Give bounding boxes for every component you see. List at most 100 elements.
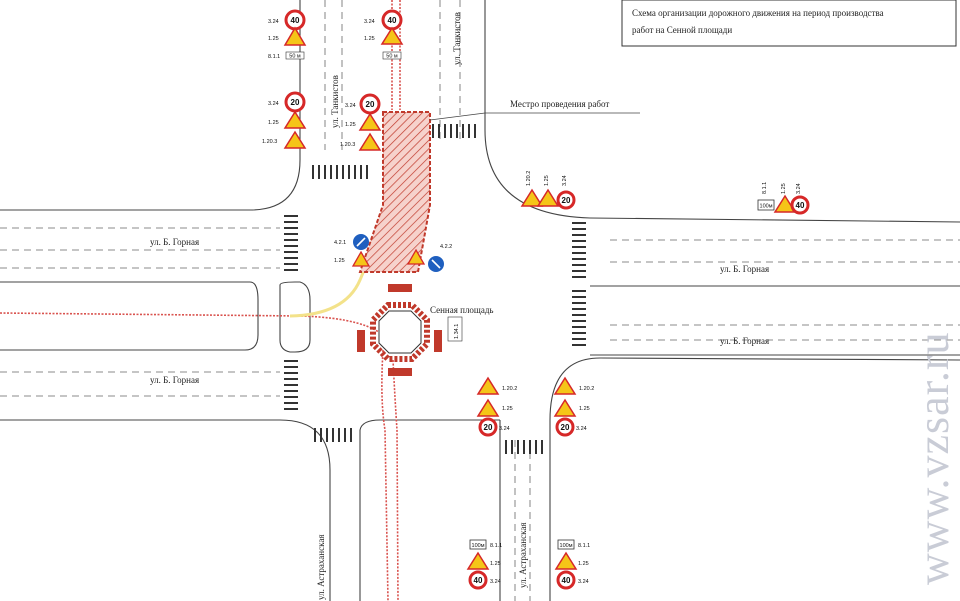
distance-plate-text: 100м bbox=[472, 543, 485, 549]
speed-limit-value: 40 bbox=[562, 576, 571, 585]
tram-track-south-1 bbox=[381, 349, 389, 601]
sign-code: 1.20.2 bbox=[579, 386, 594, 392]
sign-code: 1.25 bbox=[334, 258, 345, 264]
street-labels: ул. Б. Горная ул. Б. Горная ул. Б. Горна… bbox=[150, 12, 769, 600]
work-zone-area bbox=[358, 111, 431, 273]
street-label-gornaya-nw: ул. Б. Горная bbox=[150, 237, 199, 247]
square-sign-code: 1.34.1 bbox=[454, 324, 460, 339]
sign-code: 1.25 bbox=[781, 183, 787, 194]
sign-code: 3.24 bbox=[364, 19, 375, 25]
sennaya-square-ring bbox=[357, 284, 442, 376]
crosswalk-west bbox=[284, 215, 298, 410]
sw-corner-curb bbox=[0, 419, 331, 601]
roadwork-sign bbox=[380, 26, 404, 45]
speed-limit-sign bbox=[556, 570, 576, 590]
distance-plate bbox=[285, 51, 305, 60]
speed-limit-value: 20 bbox=[366, 100, 375, 109]
sign-code: 1.25 bbox=[345, 122, 356, 128]
legend-title-line1: Схема организации дорожного движения на … bbox=[632, 8, 884, 18]
crosswalks bbox=[284, 124, 586, 454]
tram-tracks bbox=[0, 0, 401, 601]
street-label-tankistov-west: ул. Танкистов bbox=[330, 75, 340, 128]
speed-limit-sign bbox=[556, 190, 576, 210]
sign-code: 1.20.2 bbox=[526, 171, 532, 186]
street-label-tankistov-east: ул. Танкистов bbox=[452, 12, 462, 65]
sign-code: 4.2.2 bbox=[440, 244, 452, 250]
barrier-west bbox=[357, 330, 365, 352]
roadwork-sign bbox=[466, 551, 490, 570]
sign-code: 8.1.1 bbox=[578, 543, 590, 549]
distance-plate bbox=[469, 539, 487, 550]
speed-limit-value: 20 bbox=[291, 98, 300, 107]
sign-code: 1.20.2 bbox=[502, 386, 517, 392]
sign-group-ne-1: 20 1.20.2 1.25 3.24 bbox=[520, 171, 576, 210]
roadwork-sign bbox=[553, 398, 577, 417]
sign-code: 1.25 bbox=[578, 561, 589, 567]
crosswalk-east bbox=[572, 222, 586, 346]
distance-plate bbox=[382, 51, 402, 60]
speed-limit-value: 40 bbox=[474, 576, 483, 585]
roadwork-sign bbox=[536, 188, 560, 207]
sign-code: 1.25 bbox=[268, 36, 279, 42]
speed-limit-sign bbox=[790, 195, 810, 215]
street-label-gornaya-ne: ул. Б. Горная bbox=[720, 264, 769, 274]
barrier-east bbox=[434, 330, 442, 352]
gornaya-west-median bbox=[0, 281, 259, 351]
sign-code: 3.24 bbox=[268, 19, 279, 25]
sign-code: 1.25 bbox=[490, 561, 501, 567]
sign-group-se-4: 100м 40 8.1.1 1.25 3.24 bbox=[554, 539, 590, 590]
sign-code: 1.20.3 bbox=[340, 142, 355, 148]
road-narrows-sign bbox=[283, 130, 307, 149]
road-narrows-sign bbox=[553, 376, 577, 395]
sign-code: 3.24 bbox=[345, 103, 356, 109]
sign-code: 4.2.1 bbox=[334, 240, 346, 246]
square-ring bbox=[370, 302, 430, 362]
legend-box bbox=[621, 0, 957, 47]
west-island bbox=[279, 281, 311, 353]
speed-limit-value: 40 bbox=[291, 16, 300, 25]
roadwork-sign bbox=[351, 250, 371, 267]
sign-code: 3.24 bbox=[796, 183, 802, 194]
road-narrows-sign bbox=[476, 376, 500, 395]
crosswalk-north bbox=[312, 124, 476, 179]
legend-title-line2: работ на Сенной площади bbox=[632, 25, 732, 35]
sign-code: 1.25 bbox=[502, 406, 513, 412]
south-curb-top bbox=[359, 419, 500, 431]
sign-code: 3.24 bbox=[268, 101, 279, 107]
sign-group-nw-2: 40 50 м 3.24 1.25 20 3.24 1.25 1.20.3 bbox=[340, 9, 404, 151]
sign-group-ne-2: 100м 40 8.1.1 1.25 3.24 bbox=[757, 182, 810, 215]
se-corner-curb bbox=[549, 357, 960, 601]
sign-code: 1.20.3 bbox=[262, 139, 277, 145]
keep-left-arrow-icon bbox=[431, 259, 441, 269]
legend: Схема организации дорожного движения на … bbox=[621, 0, 957, 47]
sign-code: 8.1.1 bbox=[762, 182, 768, 194]
roadwork-sign bbox=[283, 110, 307, 129]
work-site-leader bbox=[429, 112, 486, 121]
speed-limit-value: 40 bbox=[388, 16, 397, 25]
street-label-gornaya-sw: ул. Б. Горная bbox=[150, 375, 199, 385]
sign-code: 3.24 bbox=[562, 175, 568, 186]
nw-corner-curb bbox=[0, 159, 301, 211]
sign-code: 3.24 bbox=[490, 579, 501, 585]
work-site-label: Местро проведения работ bbox=[510, 99, 609, 109]
distance-plate-text: 50 м bbox=[386, 54, 398, 60]
sign-group-nw-1: 40 50 м 3.24 1.25 8.1.1 20 3.24 1.25 1.2… bbox=[262, 9, 307, 149]
sign-code: 3.24 bbox=[576, 426, 587, 432]
sign-group-keep-side: 4.2.1 1.25 4.2.2 bbox=[334, 234, 452, 272]
speed-limit-sign bbox=[478, 417, 498, 437]
barrier-south bbox=[388, 368, 412, 376]
sign-code: 1.25 bbox=[579, 406, 590, 412]
speed-limit-value: 20 bbox=[484, 423, 493, 432]
ne-corner-curb bbox=[484, 129, 960, 223]
roadwork-sign bbox=[773, 194, 797, 213]
watermark: www.vzsar.ru bbox=[909, 331, 958, 585]
road-narrows-sign bbox=[358, 132, 382, 151]
sign-code: 8.1.1 bbox=[268, 54, 280, 60]
roadwork-sign bbox=[358, 112, 382, 131]
tram-track-west bbox=[0, 312, 389, 341]
road-narrows-sign bbox=[520, 188, 544, 207]
sign-code: 1.25 bbox=[364, 36, 375, 42]
